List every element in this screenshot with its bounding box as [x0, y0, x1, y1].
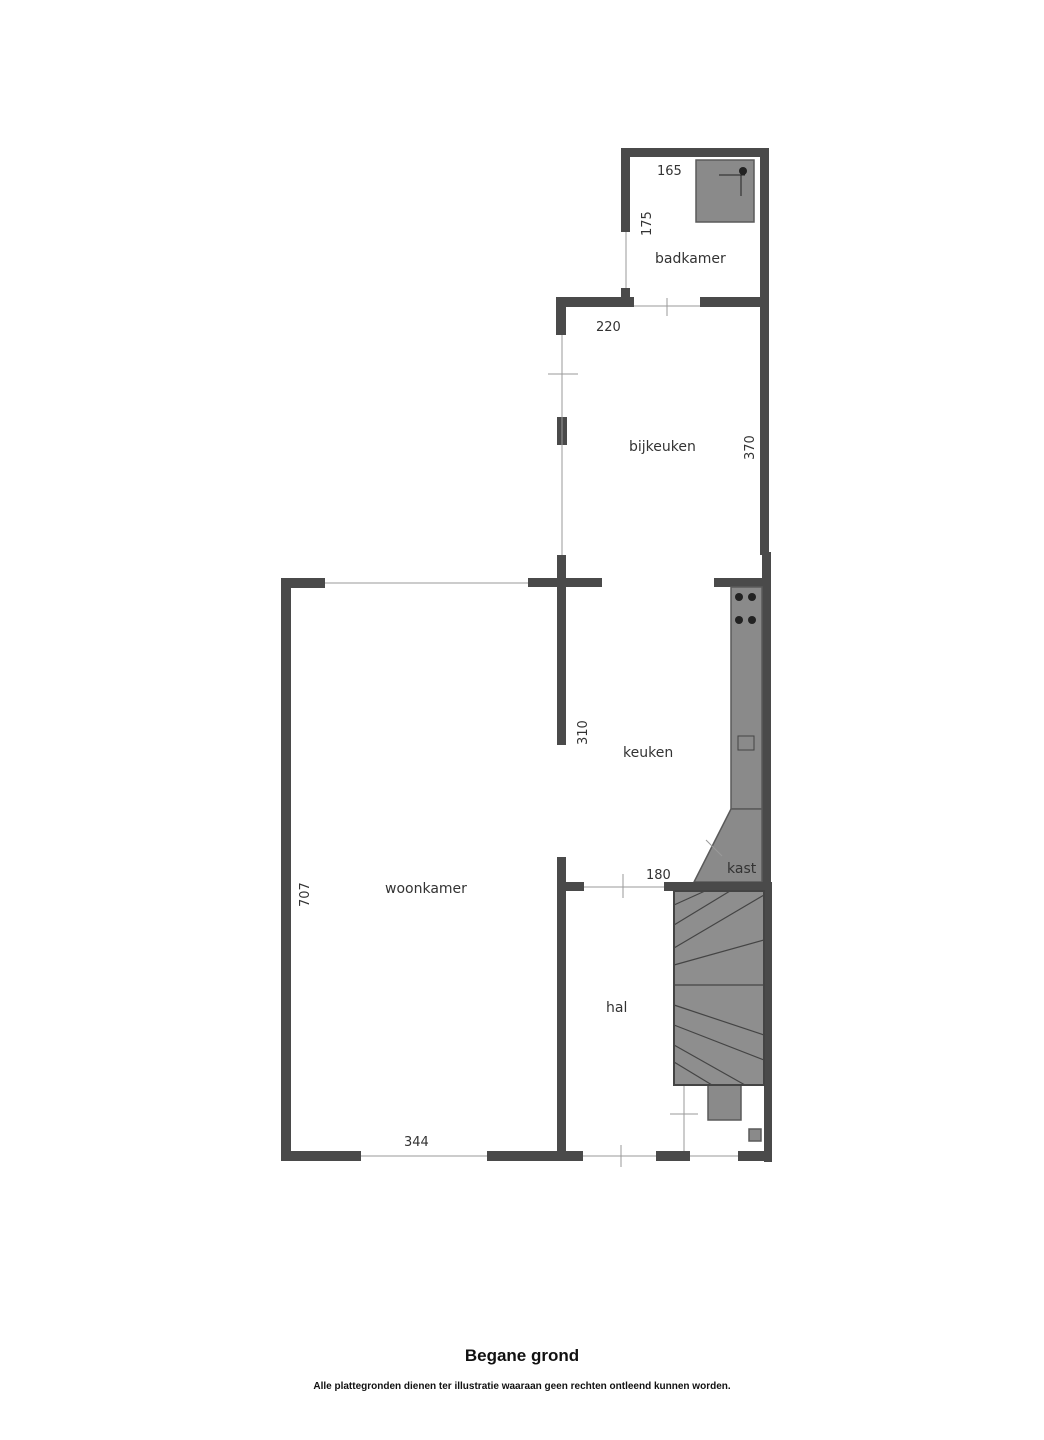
dim-keuken-depth: 310	[576, 720, 591, 745]
shower-head-icon	[739, 167, 747, 175]
room-label-kast: kast	[727, 861, 757, 877]
small-fixture	[748, 1128, 762, 1142]
room-label-badkamer: badkamer	[655, 251, 726, 267]
bijkeuken-walls	[556, 297, 769, 555]
room-label-woonkamer: woonkamer	[385, 881, 467, 897]
staircase	[673, 890, 765, 1086]
dim-badkamer-depth: 175	[640, 211, 655, 236]
room-label-bijkeuken: bijkeuken	[629, 439, 696, 455]
keuken-walls	[528, 552, 771, 882]
kast-door-line	[705, 839, 723, 857]
dim-hal-width: 180	[646, 868, 671, 883]
woonkamer-walls	[281, 578, 583, 1161]
dim-bijkeuken-depth: 370	[743, 435, 758, 460]
meter-cupboard	[707, 1084, 742, 1121]
room-label-keuken: keuken	[623, 745, 673, 761]
dim-badkamer-width: 165	[657, 164, 682, 179]
dim-bijkeuken-width: 220	[596, 320, 621, 335]
dim-woonkamer-width: 344	[404, 1135, 429, 1150]
dim-woonkamer-depth: 707	[298, 882, 313, 907]
disclaimer-note: Alle plattegronden dienen ter illustrati…	[313, 1381, 731, 1392]
stove-icon	[735, 593, 756, 624]
room-label-hal: hal	[606, 1000, 627, 1016]
hal-walls	[566, 882, 772, 1162]
floor-title: Begane grond	[464, 1346, 580, 1365]
sink-icon	[737, 735, 755, 751]
kitchen-counter	[730, 586, 763, 810]
